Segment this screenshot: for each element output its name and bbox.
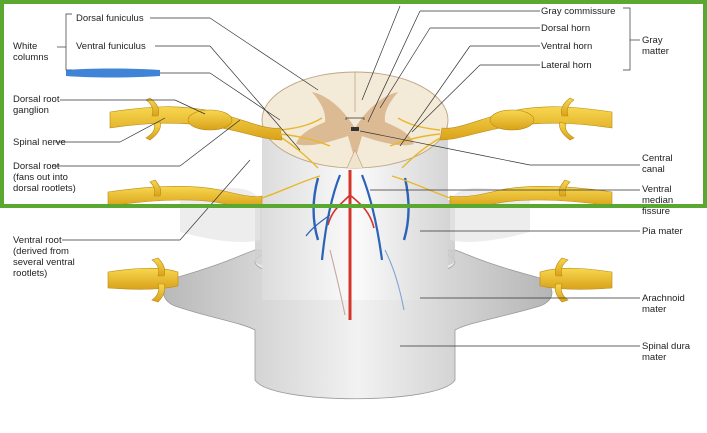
label-lateral-horn: Lateral horn: [541, 60, 592, 71]
label-pia-mater: Pia mater: [642, 226, 683, 237]
leader-lines: [52, 5, 640, 347]
label-dorsal-funiculus: Dorsal funiculus: [76, 13, 144, 24]
label-ventral-median-fissure: Ventral median fissure: [642, 184, 674, 217]
label-ventral-horn: Ventral horn: [541, 41, 593, 52]
label-central-canal: Central canal: [642, 153, 673, 175]
label-dorsal-root-ganglion: Dorsal root ganglion: [13, 94, 60, 116]
nerves: [107, 97, 613, 303]
redaction-scribble: [66, 68, 160, 78]
label-arachnoid-mater: Arachnoid mater: [642, 293, 685, 315]
label-white-columns: White columns: [13, 41, 49, 63]
label-dorsal-root: Dorsal root (fans out into dorsal rootle…: [13, 161, 76, 194]
gray-matter-shape: [296, 92, 414, 160]
label-ventral-funiculus: Ventral funiculus: [76, 41, 146, 52]
label-spinal-nerve: Spinal nerve: [13, 137, 66, 148]
label-ventral-root: Ventral root (derived from several ventr…: [13, 235, 75, 279]
highlight-box: [0, 0, 707, 208]
label-gray-commissure: Gray commissure: [541, 6, 616, 17]
blood-vessels: [305, 170, 410, 320]
spinal-cord: [261, 71, 449, 320]
label-dorsal-horn: Dorsal horn: [541, 23, 591, 34]
rootlets: [261, 117, 451, 199]
label-spinal-dura-mater: Spinal dura mater: [642, 341, 691, 363]
label-gray-matter: Gray matter: [642, 35, 669, 57]
